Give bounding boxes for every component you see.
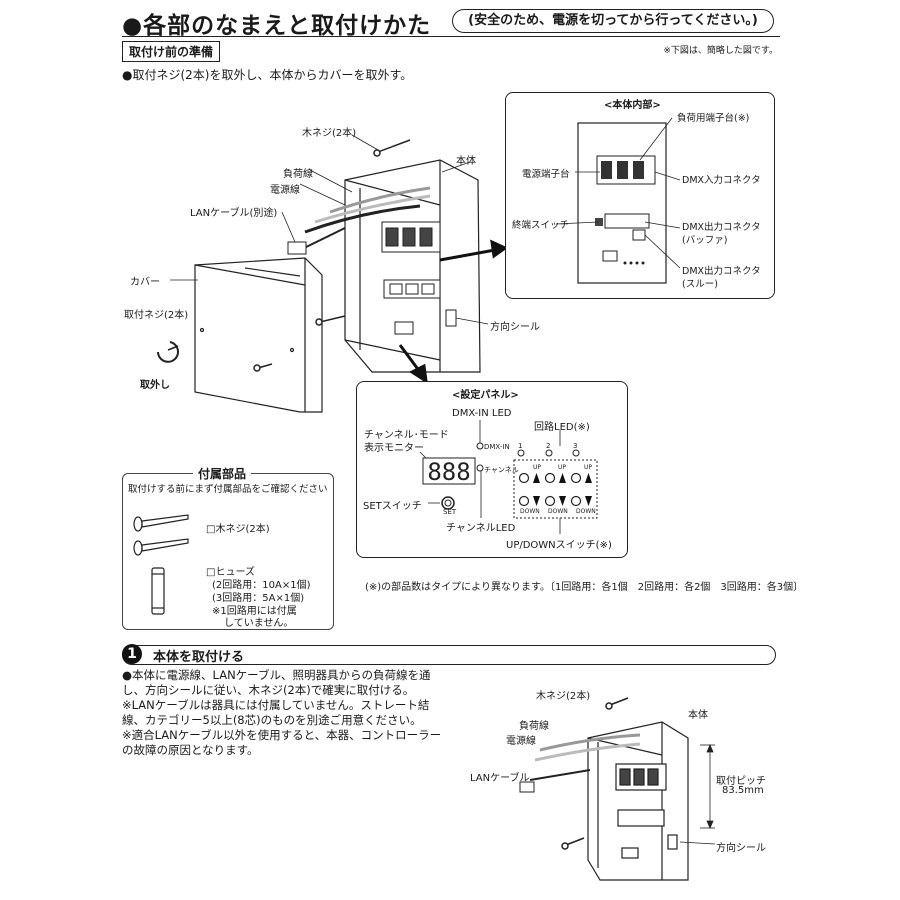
main-terminal-block (381, 221, 457, 335)
panel-circuit-3: 3 (573, 442, 578, 450)
step1-pitch-value: 83.5mm (722, 785, 764, 796)
label-wood-screw: 木ネジ(2本) (302, 128, 357, 139)
prep-heading: 取付け前の準備 (122, 41, 221, 62)
step1-label-direction-seal: 方向シール (716, 843, 766, 854)
step1-para-1: ●本体に電源線、LANケーブル、照明器具からの負荷線を通し、方向シールに従い、木… (122, 668, 431, 697)
settings-panel-callout (356, 381, 628, 558)
prep-instruction: ●取付ネジ(2本)を取外し、本体からカバーを取外す。 (122, 68, 413, 82)
panel-illustration: 888 (419, 420, 598, 534)
circuit-led-1-icon (517, 449, 525, 457)
header-divider (122, 36, 780, 37)
simplified-note: ※下図は、簡略した図です。 (663, 46, 778, 56)
step1-label-body: 本体 (688, 710, 708, 721)
step1-para-3: ※適合LANケーブル以外を使用すると、本器、コントローラーの故障の原因となります… (122, 728, 442, 757)
circuit-led-2-icon (545, 449, 553, 457)
label-load-wire: 負荷線 (283, 169, 313, 180)
inner-load-terminal: 負荷用端子台(※) (677, 113, 750, 124)
panel-circuit-led: 回路LED(※) (534, 422, 590, 433)
safety-caution: (安全のため、電源を切ってから行ってください。) (452, 9, 774, 33)
step1-para-2: ※LANケーブルは器具には付属していません。ストレート結線、カテゴリー5以上(8… (122, 698, 430, 727)
label-lan-cable: LANケーブル(別途) (190, 208, 278, 219)
panel-title: <設定パネル> (452, 390, 519, 401)
step1-number: 1 (122, 644, 142, 664)
callout-arrows (398, 239, 508, 385)
panel-channel-led: チャンネルLED (446, 523, 516, 534)
panel-channel-small: チャンネル (484, 466, 519, 474)
panel-monitor-2: 表示モニター (364, 443, 424, 454)
page-title: ●各部のなまえと取付けかた (122, 13, 432, 39)
panel-circuit-1: 1 (518, 442, 523, 450)
seven-seg-display: 888 (427, 458, 470, 486)
inner-title: <本体内部> (604, 100, 661, 111)
panel-circuit-2: 2 (546, 442, 551, 450)
up-arrow-icon[interactable] (559, 473, 566, 483)
up-arrow-icon[interactable] (533, 473, 540, 483)
main-lan-plug (287, 241, 307, 255)
acc-fuse-3circuit: (3回路用：5A×1個) (212, 593, 305, 604)
channel-led-icon (476, 464, 484, 472)
step1-label-lan-cable: LANケーブル (470, 773, 530, 784)
panel-set-switch: SETスイッチ (363, 501, 422, 512)
inner-dmx-in: DMX入力コネクタ (682, 175, 761, 186)
main-wires (299, 186, 431, 251)
label-direction-seal: 方向シール (490, 322, 540, 333)
acc-fuse-note-2: していません。 (224, 618, 294, 629)
accessories-note: 取付けする前にまず付属部品をご確認ください (128, 484, 328, 495)
main-illustration (157, 134, 508, 413)
panel-dmx-in-led: DMX-IN LED (452, 408, 512, 419)
step1-illustration (519, 697, 716, 881)
up-arrow-icon[interactable] (585, 473, 592, 483)
acc-fuse: □ヒューズ (206, 567, 255, 578)
step1-label-wood-screw: 木ネジ(2本) (536, 691, 591, 702)
inner-illustration (577, 122, 667, 284)
label-mount-screw: 取付ネジ(2本) (124, 310, 189, 321)
inner-dmx-out-thru: DMX出力コネクタ (682, 266, 761, 277)
inner-dmx-out-buffer: DMX出力コネクタ (682, 222, 761, 233)
label-remove: 取外し (140, 380, 170, 391)
circuit-led-3-icon (572, 449, 580, 457)
step1-label-load-wire: 負荷線 (519, 721, 549, 732)
step1-title: 本体を取付ける (153, 650, 245, 665)
panel-down-3: DOWN (576, 508, 596, 515)
down-arrow-icon[interactable] (585, 496, 592, 506)
acc-fuse-note-1: ※1回路用には付属 (212, 606, 297, 617)
inner-dmx-out-thru-sub: (スルー) (682, 279, 718, 290)
panel-dmx-in-small: DMX-IN (484, 443, 510, 451)
remove-arrow-icon (157, 341, 179, 363)
inner-term-switch: 終端スイッチ (512, 220, 570, 231)
acc-fuse-2circuit: (2回路用：10A×1個) (212, 580, 311, 591)
label-body: 本体 (456, 156, 476, 167)
accessories-illustration (133, 514, 189, 615)
inner-dmx-out-buffer-sub: (バッファ) (682, 235, 728, 246)
acc-wood-screw: □木ネジ(2本) (206, 524, 270, 535)
inner-leaders (555, 117, 681, 269)
down-arrow-icon[interactable] (533, 496, 540, 506)
accessories-title: 付属部品 (193, 465, 252, 482)
panel-up-1: UP (533, 464, 542, 471)
panel-up-3: UP (584, 464, 593, 471)
panel-down-1: DOWN (520, 508, 540, 515)
label-power-wire: 電源線 (270, 185, 300, 196)
step1-label-power-wire: 電源線 (506, 736, 536, 747)
panel-updown-switch: UP/DOWNスイッチ(※) (506, 540, 612, 551)
step1-pitch-label: 取付ピッチ (716, 776, 766, 787)
panel-set-small: SET (443, 508, 457, 516)
panel-down-2: DOWN (548, 508, 568, 515)
step1-lan-plug (519, 781, 535, 793)
panel-up-2: UP (558, 464, 567, 471)
down-arrow-icon[interactable] (559, 496, 566, 506)
dmx-in-led-icon (476, 442, 484, 450)
parts-footnote: (※)の部品数はタイプにより異なります。〔1回路用：各1個 2回路用：各2個 3… (365, 582, 804, 593)
main-cover-drawing (194, 257, 323, 413)
inner-power-terminal: 電源端子台 (522, 169, 570, 180)
main-screws (167, 139, 411, 372)
panel-monitor-1: チャンネル･モード (364, 430, 449, 441)
step1-body: ●本体に電源線、LANケーブル、照明器具からの負荷線を通し、方向シールに従い、木… (122, 668, 447, 758)
label-cover: カバー (130, 277, 160, 288)
